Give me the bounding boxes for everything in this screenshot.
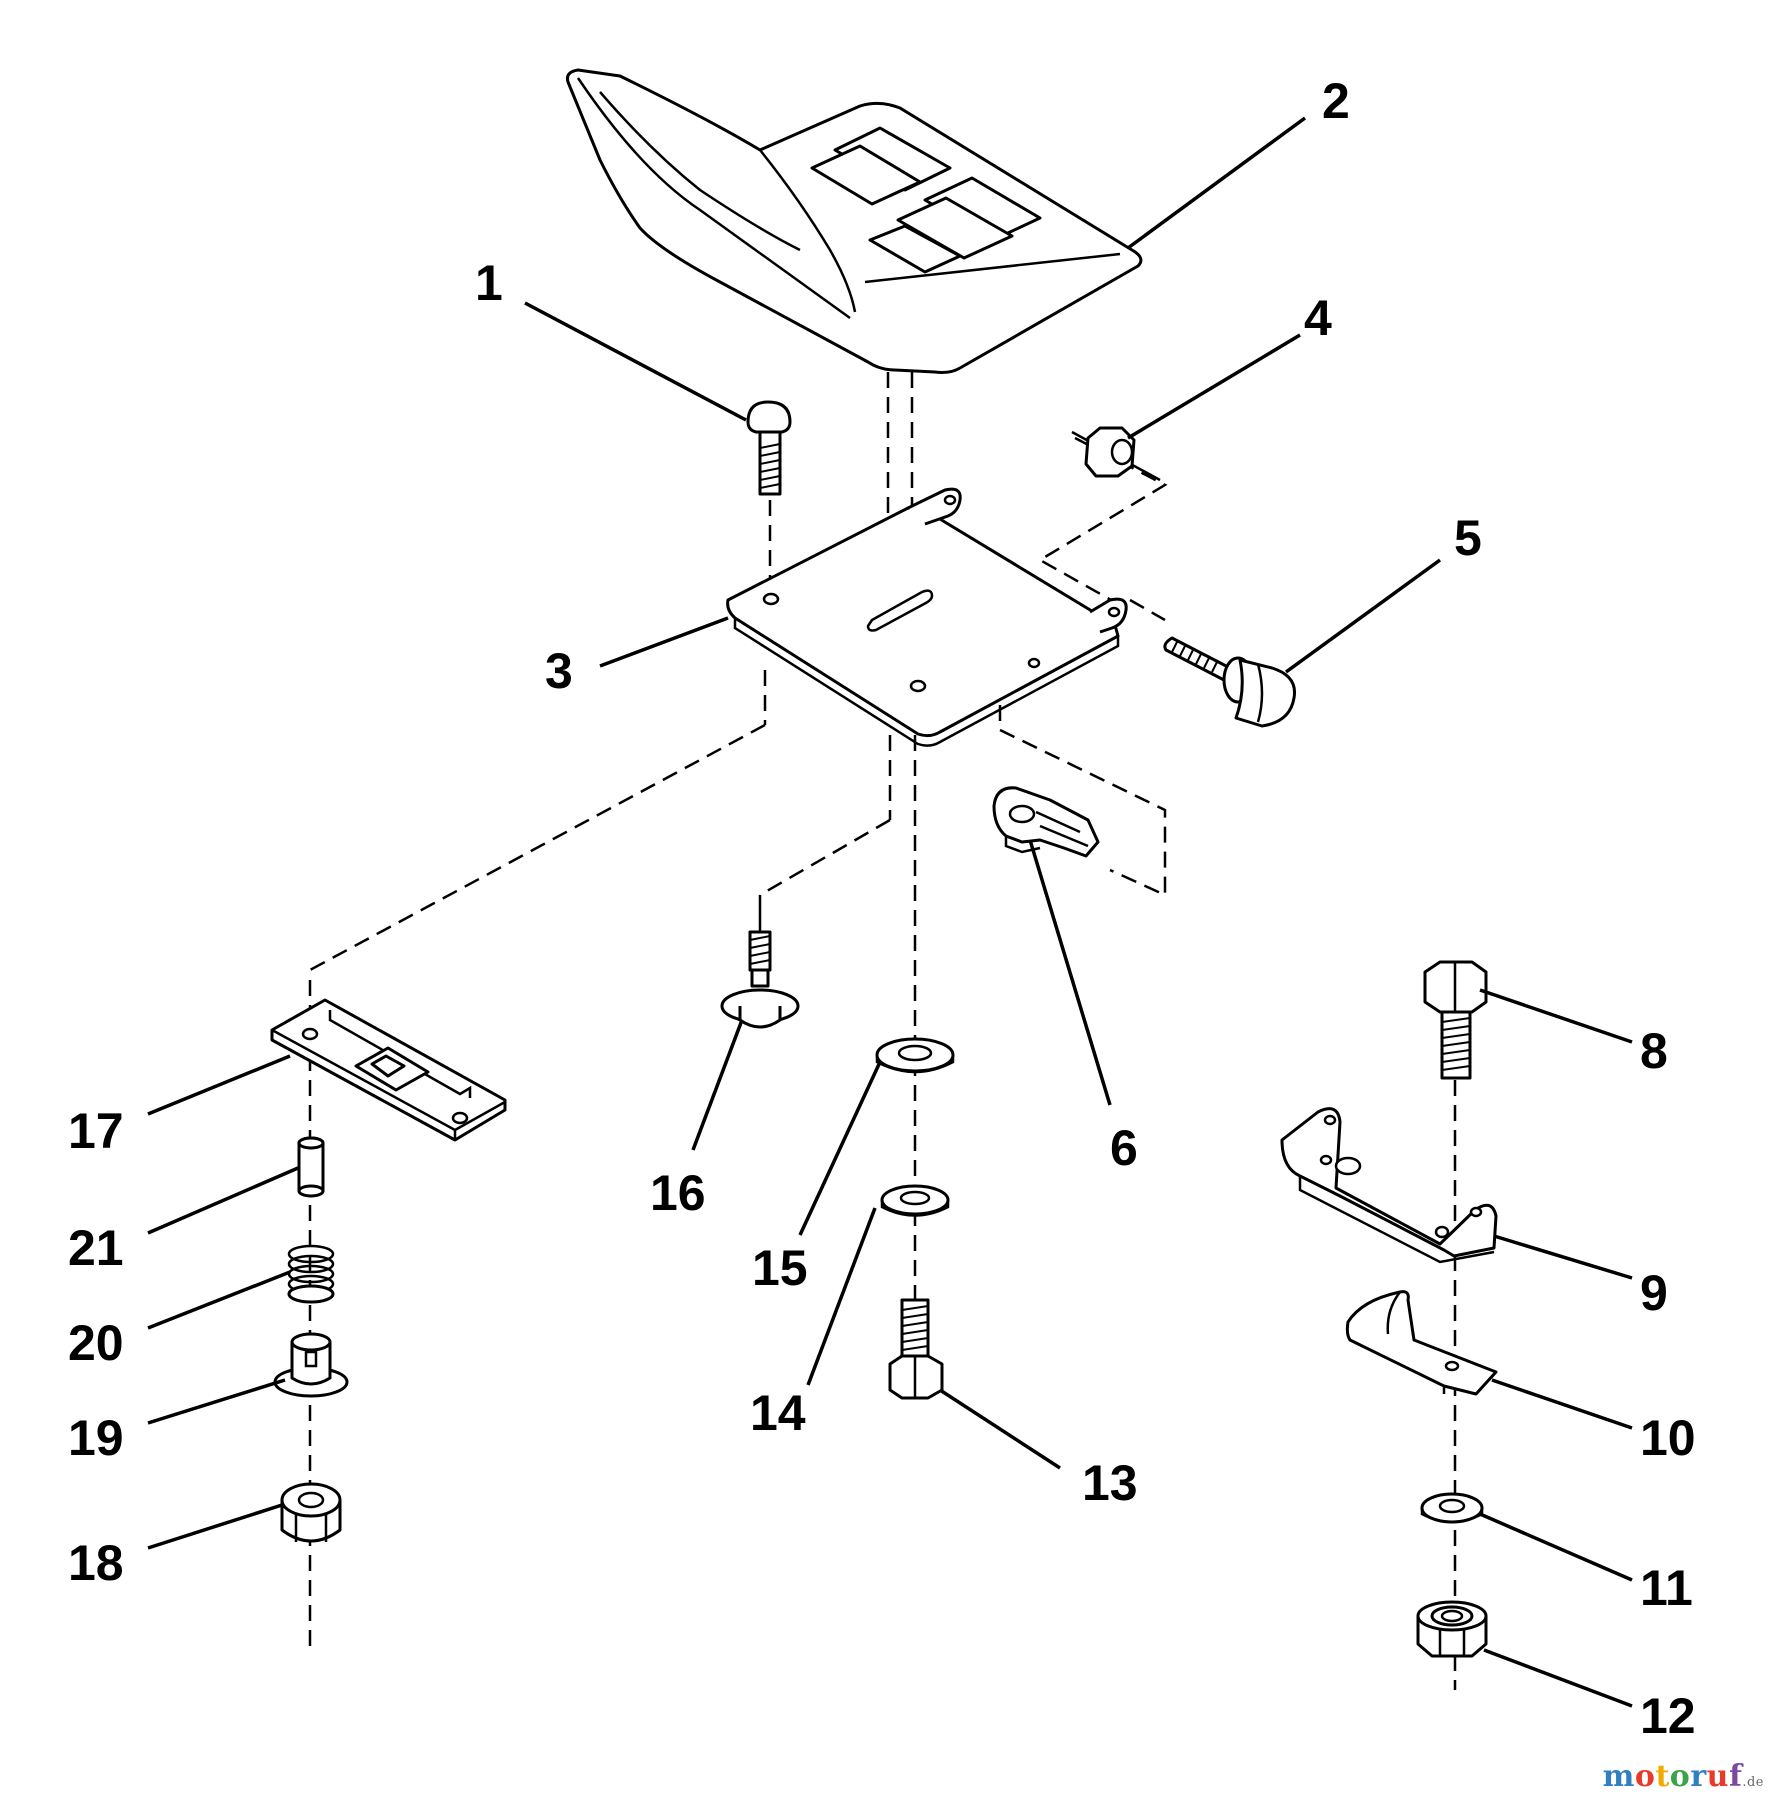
callout-10: 10 [1640, 1410, 1696, 1466]
watermark-tld: .de [1742, 1775, 1764, 1790]
slide-rail-part-17 [270, 998, 507, 1142]
watermark-letter: o [1634, 1759, 1656, 1794]
pin-part-21 [297, 1136, 325, 1198]
washer-part-11 [1420, 1492, 1484, 1524]
hex-nut-part-4 [1071, 426, 1161, 482]
callout-8: 8 [1640, 1023, 1668, 1079]
flat-washer-part-15 [875, 1037, 955, 1074]
callout-5: 5 [1454, 510, 1482, 566]
watermark-logo: motoruf.de [1603, 1759, 1764, 1794]
bracket-part-9 [1280, 1107, 1498, 1264]
bushing-part-19 [273, 1332, 349, 1398]
callout-21: 21 [68, 1220, 124, 1276]
callout-17: 17 [68, 1103, 124, 1159]
watermark-letter: r [1690, 1759, 1707, 1794]
callout-14: 14 [750, 1385, 806, 1441]
carriage-bolt-part-1 [746, 400, 792, 496]
seat-part-2 [566, 68, 1143, 374]
hex-bolt-part-13 [888, 1298, 944, 1400]
callout-numbers: 1 2 3 4 5 6 8 9 10 11 12 13 14 15 16 17 … [68, 73, 1696, 1744]
watermark-letter: f [1728, 1759, 1743, 1794]
watermark-letter: t [1655, 1759, 1670, 1794]
callout-18: 18 [68, 1535, 124, 1591]
callout-4: 4 [1304, 290, 1332, 346]
switch-clip-part-6 [992, 786, 1100, 858]
hex-bolt-part-8 [1423, 960, 1488, 1080]
flange-nut-part-18 [280, 1482, 342, 1543]
lock-nut-part-12 [1416, 1600, 1488, 1658]
seat-pan-part-3 [726, 487, 1128, 747]
callout-2: 2 [1322, 73, 1350, 129]
hex-bolt-part-5 [1163, 636, 1297, 728]
callout-13: 13 [1082, 1455, 1138, 1511]
lock-washer-part-14 [880, 1184, 950, 1217]
callout-3: 3 [545, 643, 573, 699]
watermark-text: motoruf [1603, 1759, 1743, 1794]
callout-9: 9 [1640, 1265, 1668, 1321]
callout-1: 1 [475, 255, 503, 311]
callout-6: 6 [1110, 1120, 1138, 1176]
callout-16: 16 [650, 1165, 706, 1221]
clip-plate-part-10 [1345, 1290, 1498, 1396]
leader-lines [147, 116, 1633, 1708]
spring-part-20 [287, 1244, 335, 1304]
watermark-letter: o [1669, 1759, 1691, 1794]
watermark-letter: m [1602, 1759, 1635, 1794]
callout-15: 15 [752, 1240, 808, 1296]
callout-11: 11 [1640, 1560, 1693, 1616]
callout-19: 19 [68, 1410, 124, 1466]
watermark-letter: u [1706, 1759, 1729, 1794]
callout-20: 20 [68, 1315, 124, 1371]
callout-12: 12 [1640, 1688, 1696, 1744]
seat-grip-pads [810, 126, 1042, 274]
shoulder-bolt-part-16 [720, 895, 800, 1029]
